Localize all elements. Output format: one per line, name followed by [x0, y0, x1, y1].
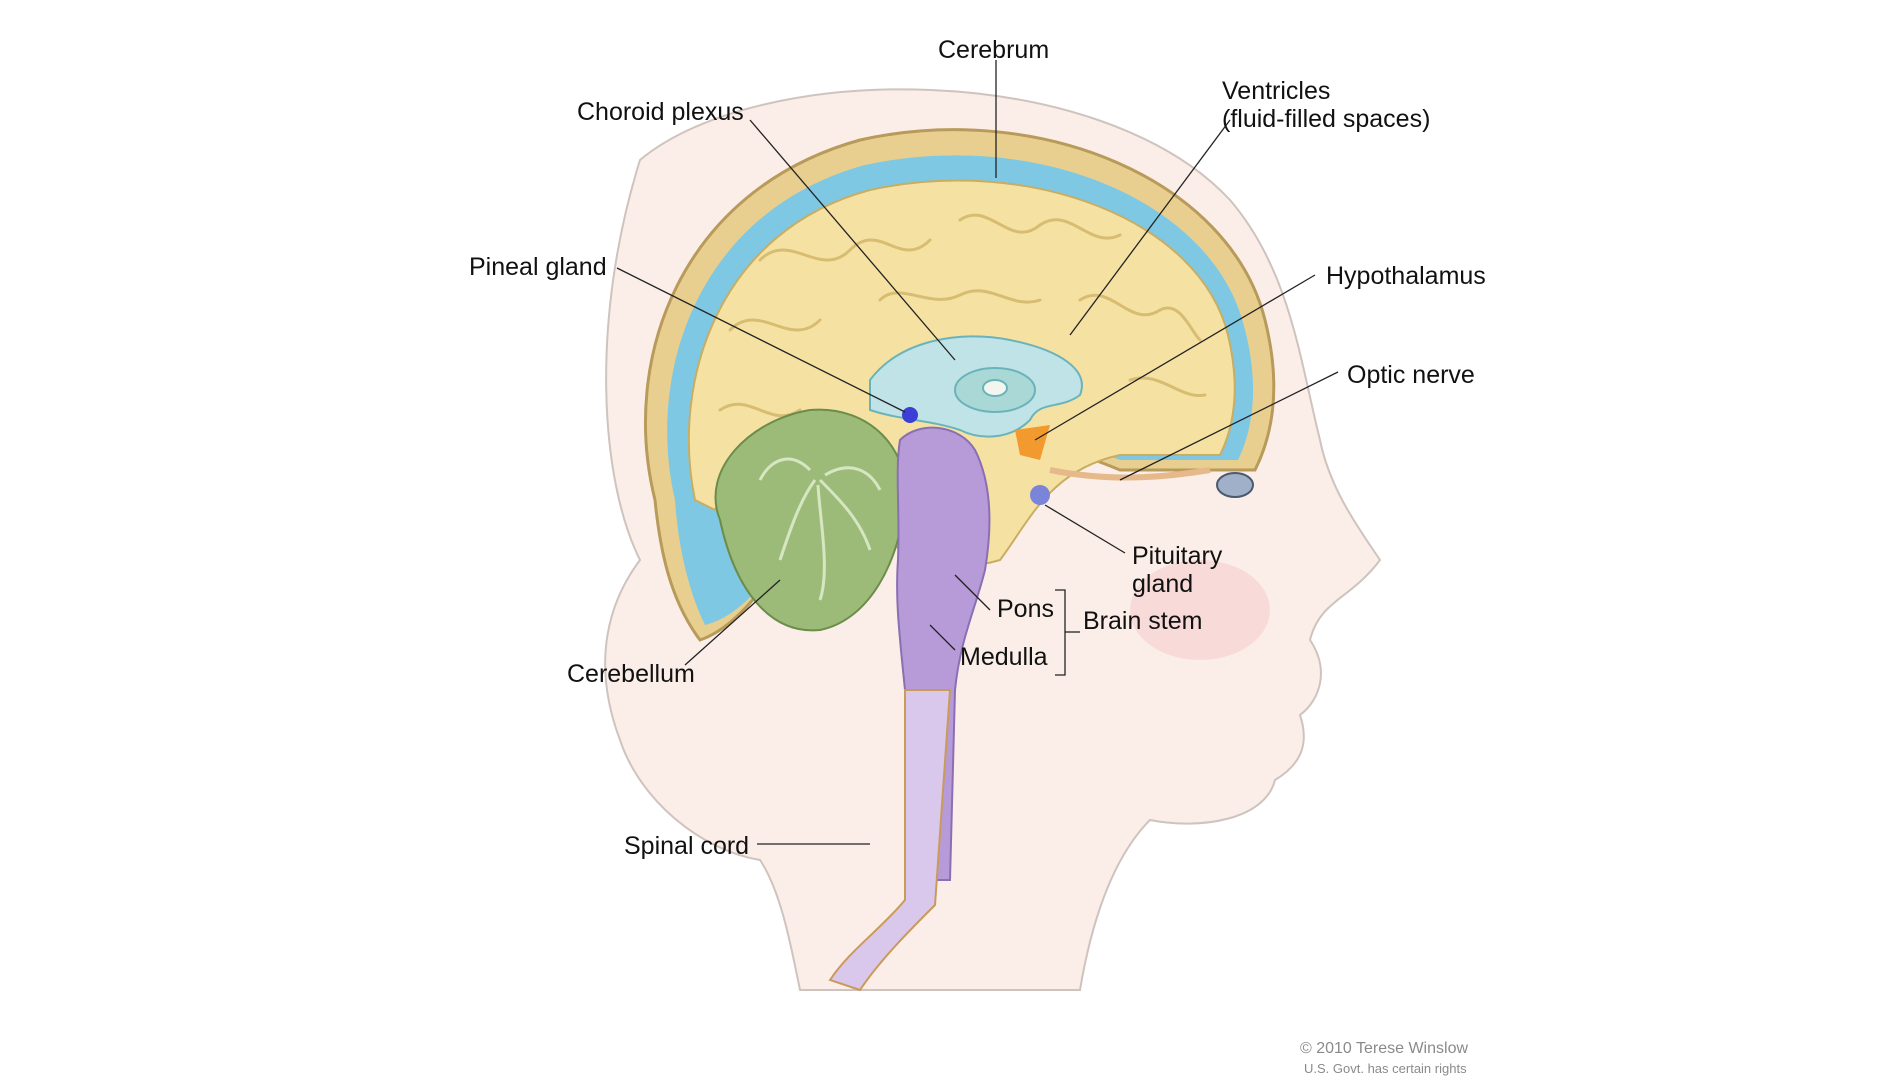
leader-lines	[616, 60, 1339, 845]
hypothalamus-shape	[1015, 425, 1050, 460]
label-spinal-cord: Spinal cord	[624, 832, 750, 860]
eye	[1216, 472, 1254, 498]
label-pons: Pons	[997, 595, 1054, 623]
cerebrum-folds	[718, 213, 1207, 418]
credit-copyright: © 2010 Terese Winslow	[1300, 1040, 1469, 1057]
label-cerebellum: Cerebellum	[567, 660, 695, 688]
interthalamic	[982, 379, 1008, 397]
label-hypothalamus: Hypothalamus	[1326, 262, 1486, 290]
label-brain-stem: Brain stem	[1083, 607, 1203, 635]
cheek	[1130, 560, 1270, 660]
label-medulla: Medulla	[960, 643, 1048, 671]
label-pituitary-sub: gland	[1132, 570, 1194, 598]
label-pineal-gland: Pineal gland	[469, 253, 607, 281]
spinal-cord-shape	[828, 689, 952, 992]
credit-rights: U.S. Govt. has certain rights	[1304, 1061, 1467, 1076]
label-ventricles-sub: (fluid-filled spaces)	[1222, 105, 1431, 133]
label-ventricles: Ventricles	[1222, 77, 1331, 105]
pineal-gland-shape	[902, 407, 918, 423]
label-pituitary: Pituitary	[1132, 542, 1223, 570]
pituitary-gland-shape	[1030, 485, 1050, 505]
cerebellum-folia	[758, 457, 882, 601]
label-optic-nerve: Optic nerve	[1347, 361, 1475, 389]
label-cerebrum: Cerebrum	[938, 36, 1050, 64]
label-choroid-plexus: Choroid plexus	[577, 98, 744, 126]
